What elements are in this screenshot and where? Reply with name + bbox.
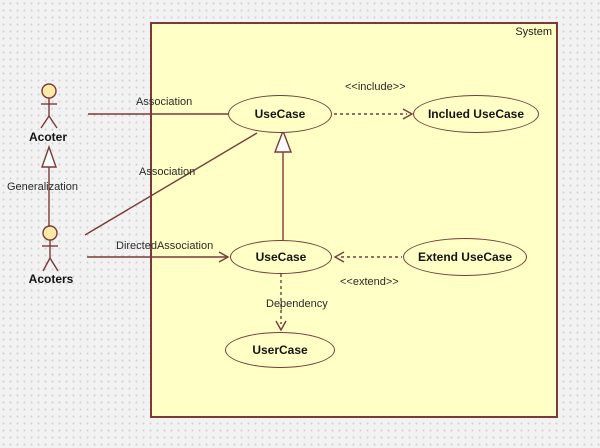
usecase-node-top-label: UseCase xyxy=(254,107,306,121)
edge-label-include-stereotype: <<include>> xyxy=(345,81,406,93)
extend-usecase-node-label: Extend UseCase xyxy=(417,250,513,264)
usercase-node[interactable]: UserCase xyxy=(225,332,335,368)
extend-usecase-node[interactable]: Extend UseCase xyxy=(403,238,527,276)
edge-label-dependency: Dependency xyxy=(266,298,328,310)
edge-generalization-usecases[interactable] xyxy=(273,129,293,240)
edge-extend[interactable] xyxy=(333,251,402,263)
system-boundary[interactable] xyxy=(150,22,558,418)
edge-dependency[interactable] xyxy=(275,274,287,332)
edge-directed-association[interactable] xyxy=(87,251,230,263)
system-boundary-label: System xyxy=(515,26,552,38)
edge-label-association-diagonal: Association xyxy=(139,166,196,178)
included-usecase-node[interactable]: Inclued UseCase xyxy=(413,95,539,133)
usercase-node-label: UserCase xyxy=(252,343,308,357)
usecase-node-bottom[interactable]: UseCase xyxy=(230,240,332,274)
actor-acoters-label: Acoters xyxy=(28,272,74,286)
edge-label-extend-stereotype: <<extend>> xyxy=(340,276,399,288)
edge-include[interactable] xyxy=(334,108,414,120)
edge-label-generalization: Generalization xyxy=(7,181,78,193)
usecase-node-bottom-label: UseCase xyxy=(255,250,307,264)
edge-association-acoters[interactable] xyxy=(84,132,258,236)
actor-acoters-figure[interactable] xyxy=(42,225,59,272)
edge-label-directed-association: DirectedAssociation xyxy=(116,240,214,252)
actor-acoter-figure[interactable] xyxy=(40,83,58,129)
edge-generalization-actors[interactable] xyxy=(41,144,57,226)
edge-label-association-top: Association xyxy=(136,96,193,108)
included-usecase-node-label: Inclued UseCase xyxy=(427,107,525,121)
usecase-node-top[interactable]: UseCase xyxy=(228,95,332,133)
actor-acoter-label: Acoter xyxy=(28,130,67,144)
